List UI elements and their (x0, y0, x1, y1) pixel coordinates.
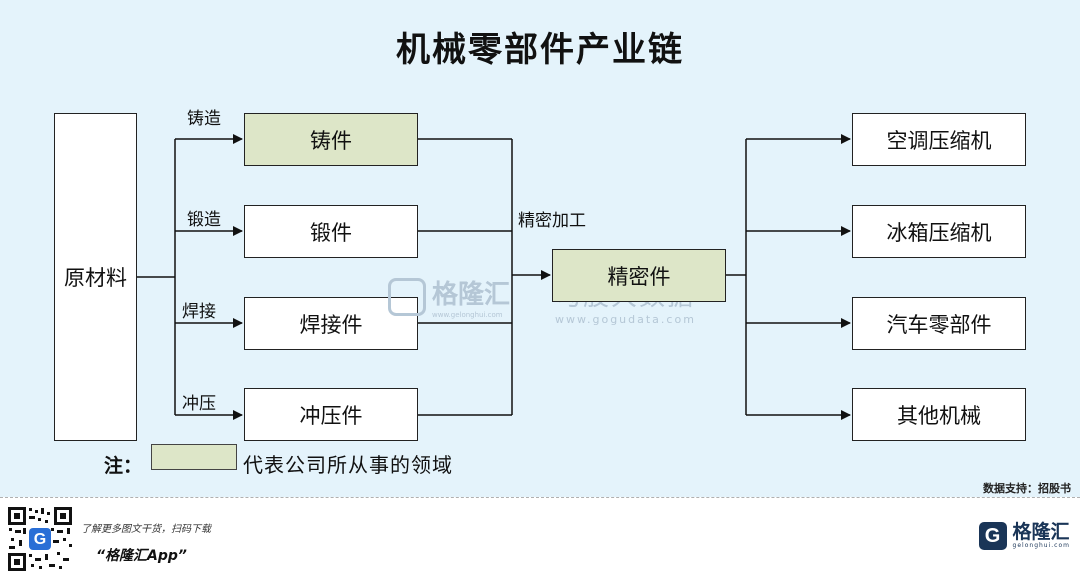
watermark-logo-icon (388, 277, 426, 316)
note-legend-swatch (151, 444, 237, 470)
brand-name: 格隆汇 (1012, 521, 1070, 543)
product-box-casting: 铸件 (244, 113, 418, 166)
process-label-forging: 锻造 (187, 210, 221, 230)
application-label-ac-compressor: 空调压缩机 (886, 128, 992, 153)
precision-part-label: 精密件 (607, 264, 671, 289)
promo-app-name: “格隆汇App” (96, 548, 187, 564)
brand-url: gelonghui.com (1012, 542, 1070, 549)
application-label-auto-parts: 汽车零部件 (886, 312, 992, 337)
raw-material-label: 原材料 (64, 266, 127, 290)
application-box-ac-compressor: 空调压缩机 (852, 113, 1026, 166)
product-label-forging: 锻件 (310, 220, 352, 245)
brand-logo-icon: G (978, 522, 1007, 550)
promo-text: 了解更多图文干货，扫码下载 (81, 524, 211, 535)
note-text: 代表公司所从事的领域 (243, 453, 453, 477)
application-label-fridge-compressor: 冰箱压缩机 (886, 220, 992, 245)
watermark-brand-url: www.gelonghui.com (432, 311, 503, 319)
process-label-stamping: 冲压 (182, 394, 216, 414)
product-box-forging: 锻件 (244, 205, 418, 258)
data-source: 数据支持：招股书 (983, 482, 1071, 495)
note-label: 注： (104, 455, 143, 477)
footer-brand: G 格隆汇 gelonghui.com (978, 521, 1070, 550)
process-label-casting: 铸造 (187, 109, 221, 129)
application-box-auto-parts: 汽车零部件 (852, 297, 1026, 350)
application-label-other-machinery: 其他机械 (897, 403, 981, 428)
watermark-gelonghui: 格隆汇 www.gelonghui.com (388, 274, 510, 319)
svg-text:G: G (34, 531, 46, 548)
process-label-welding: 焊接 (182, 302, 216, 322)
raw-material-box: 原材料 (54, 113, 137, 441)
precision-process-label: 精密加工 (518, 211, 586, 231)
product-label-casting: 铸件 (310, 128, 352, 153)
footer-bar (0, 497, 1080, 579)
product-label-welding: 焊接件 (299, 312, 363, 337)
watermark-brand: 格隆汇 (432, 280, 511, 310)
product-label-stamping: 冲压件 (299, 403, 363, 428)
diagram-title: 机械零部件产业链 (396, 30, 684, 70)
qr-code-icon[interactable]: G (7, 506, 73, 572)
watermark-gogu-url: www.gogudata.com (555, 313, 696, 326)
precision-part-box: 精密件 (552, 249, 726, 302)
product-box-stamping: 冲压件 (244, 388, 418, 441)
application-box-fridge-compressor: 冰箱压缩机 (852, 205, 1026, 258)
application-box-other-machinery: 其他机械 (852, 388, 1026, 441)
